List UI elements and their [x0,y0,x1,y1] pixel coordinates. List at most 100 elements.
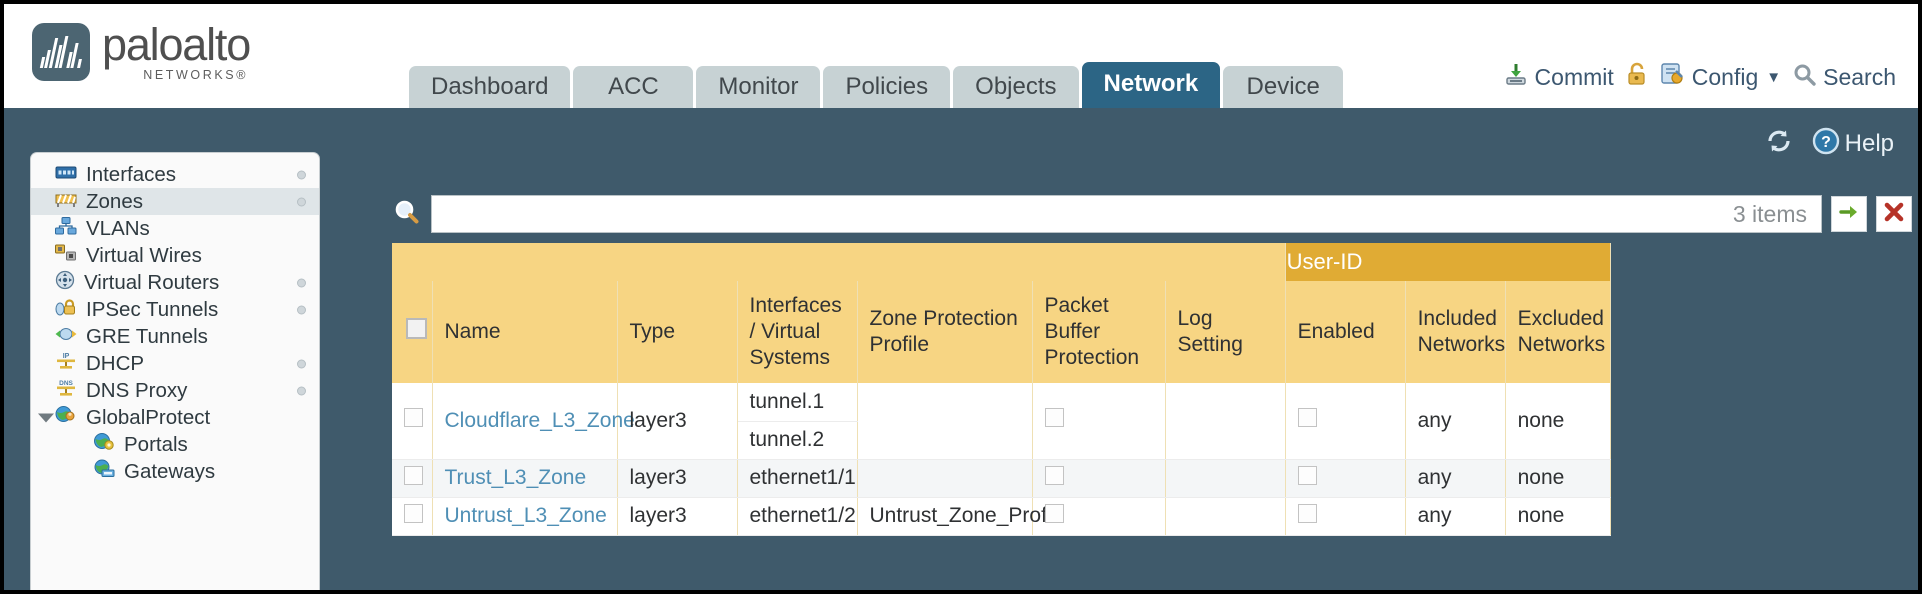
column-header-excluded-networks[interactable]: Excluded Networks [1505,281,1611,383]
commit-label: Commit [1534,63,1614,90]
help-button[interactable]: ? Help [1812,127,1894,160]
column-header-included-networks[interactable]: Included Networks [1405,281,1506,383]
cell-excluded-networks: none [1505,383,1611,460]
packet-buffer-protection-checkbox[interactable] [1044,465,1064,485]
row-select-cell[interactable] [392,459,433,498]
sidebar-item-gateways[interactable]: Gateways [31,458,319,485]
table-row[interactable]: Cloudflare_L3_Zone layer3 tunnel.1 any n… [392,383,1611,460]
row-select-cell[interactable] [392,497,433,536]
row-checkbox[interactable] [404,503,423,523]
cell-packet-buffer-protection[interactable] [1032,459,1166,498]
tab-objects[interactable]: Objects [953,66,1079,108]
userid-enabled-checkbox[interactable] [1297,503,1317,523]
userid-enabled-checkbox[interactable] [1297,408,1317,428]
row-checkbox[interactable] [404,408,423,428]
table-group-header-row: User-ID [392,243,1611,281]
commit-icon [1503,61,1529,93]
cell-name[interactable]: Trust_L3_Zone [432,459,618,498]
sidebar-item-virtual-routers[interactable]: Virtual Routers [31,269,319,296]
sidebar-item-label: DHCP [86,351,145,375]
sidebar-item-zones[interactable]: Zones [31,188,319,215]
table-row[interactable]: Untrust_L3_Zone layer3 ethernet1/2 Untru… [392,497,1611,536]
sidebar-item-virtual-wires[interactable]: Virtual Wires [31,242,319,269]
tab-device[interactable]: Device [1223,66,1344,108]
commit-button[interactable]: Commit [1503,61,1614,93]
refresh-icon[interactable] [1764,126,1794,161]
config-menu-button[interactable]: Config ▼ [1660,61,1781,93]
sidebar-status-dot [297,197,306,206]
apply-filter-button[interactable] [1831,196,1867,232]
sidebar-item-dns-proxy[interactable]: DNS DNS Proxy [31,377,319,404]
cell-log-setting [1165,459,1286,498]
sidebar-item-label: Interfaces [86,162,177,186]
svg-text:?: ? [1821,134,1831,151]
zone-name-link[interactable]: Trust_L3_Zone [444,466,587,489]
select-all-checkbox[interactable] [406,317,427,339]
tab-acc[interactable]: ACC [573,66,694,108]
sidebar-item-label: Virtual Routers [84,270,220,294]
sidebar-status-dot [297,278,306,287]
table-row[interactable]: Trust_L3_Zone layer3 ethernet1/1 any non… [392,459,1611,498]
sidebar-tree: Interfaces Zones [30,152,320,590]
cell-zone-protection-profile [857,383,1033,460]
sub-header-band [4,108,1918,188]
cell-name[interactable]: Cloudflare_L3_Zone [432,383,635,460]
cell-packet-buffer-protection[interactable] [1032,383,1166,460]
search-magnifier-icon[interactable] [392,197,422,232]
cell-userid-enabled[interactable] [1285,497,1406,536]
help-bar: ? Help [1764,126,1894,161]
zone-name-link[interactable]: Untrust_L3_Zone [444,504,607,527]
globalprotect-icon [55,405,77,430]
sidebar-item-portals[interactable]: Portals [31,431,319,458]
portals-icon [93,432,115,457]
search-input[interactable]: 3 items [431,195,1822,233]
search-icon [1792,62,1817,93]
cell-userid-enabled[interactable] [1285,459,1406,498]
packet-buffer-protection-checkbox[interactable] [1044,503,1064,523]
dhcp-icon: IP [55,351,77,377]
sidebar-item-vlans[interactable]: VLANs [31,215,319,242]
sidebar-item-globalprotect[interactable]: GlobalProtect [31,404,319,431]
sidebar-item-label: Portals [124,432,188,456]
tab-dashboard[interactable]: Dashboard [409,66,571,108]
tab-policies[interactable]: Policies [823,66,951,108]
table-row-continuation: tunnel.2 [392,421,1610,460]
row-select-cell[interactable] [392,383,433,460]
row-checkbox[interactable] [404,465,423,485]
cell-log-setting [1165,383,1286,460]
cell-type: layer3 [617,383,738,460]
brand-tagline: NETWORKS® [143,68,249,82]
collapse-triangle-icon[interactable] [38,413,54,422]
search-button[interactable]: Search [1792,62,1896,93]
cell-packet-buffer-protection[interactable] [1032,497,1166,536]
userid-enabled-checkbox[interactable] [1297,465,1317,485]
cell-type: layer3 [617,459,738,498]
tab-network[interactable]: Network [1081,62,1221,108]
sidebar-item-gre-tunnels[interactable]: GRE Tunnels [31,323,319,350]
cell-excluded-networks: none [1505,459,1611,498]
chevron-down-icon: ▼ [1766,68,1782,86]
cell-userid-enabled[interactable] [1285,383,1406,460]
sidebar-item-dhcp[interactable]: IP DHCP [31,350,319,377]
cell-type: layer3 [617,497,738,536]
main-tabs: Dashboard ACC Monitor Policies Objects N… [409,62,1344,108]
padlock-icon[interactable] [1625,61,1649,93]
column-header-type[interactable]: Type [617,281,738,383]
column-header-interfaces[interactable]: Interfaces / Virtual Systems [737,281,858,383]
select-all-header[interactable] [392,281,433,383]
column-header-name[interactable]: Name [432,281,618,383]
column-header-log-setting[interactable]: Log Setting [1165,281,1286,383]
column-header-zone-protection-profile[interactable]: Zone Protection Profile [857,281,1033,383]
clear-filter-button[interactable] [1876,196,1912,232]
search-label: Search [1823,63,1896,90]
packet-buffer-protection-checkbox[interactable] [1044,408,1064,428]
column-header-packet-buffer-protection[interactable]: Packet Buffer Protection [1032,281,1166,383]
sidebar-item-interfaces[interactable]: Interfaces [31,161,319,188]
main-content: 3 items [392,194,1912,590]
cell-name[interactable]: Untrust_L3_Zone [432,497,618,536]
column-header-userid-enabled[interactable]: Enabled [1285,281,1406,383]
tab-monitor[interactable]: Monitor [696,66,821,108]
cell-interface: ethernet1/2 [736,497,858,536]
sidebar-item-ipsec-tunnels[interactable]: IPSec Tunnels [31,296,319,323]
zone-name-link[interactable]: Cloudflare_L3_Zone [444,408,635,432]
